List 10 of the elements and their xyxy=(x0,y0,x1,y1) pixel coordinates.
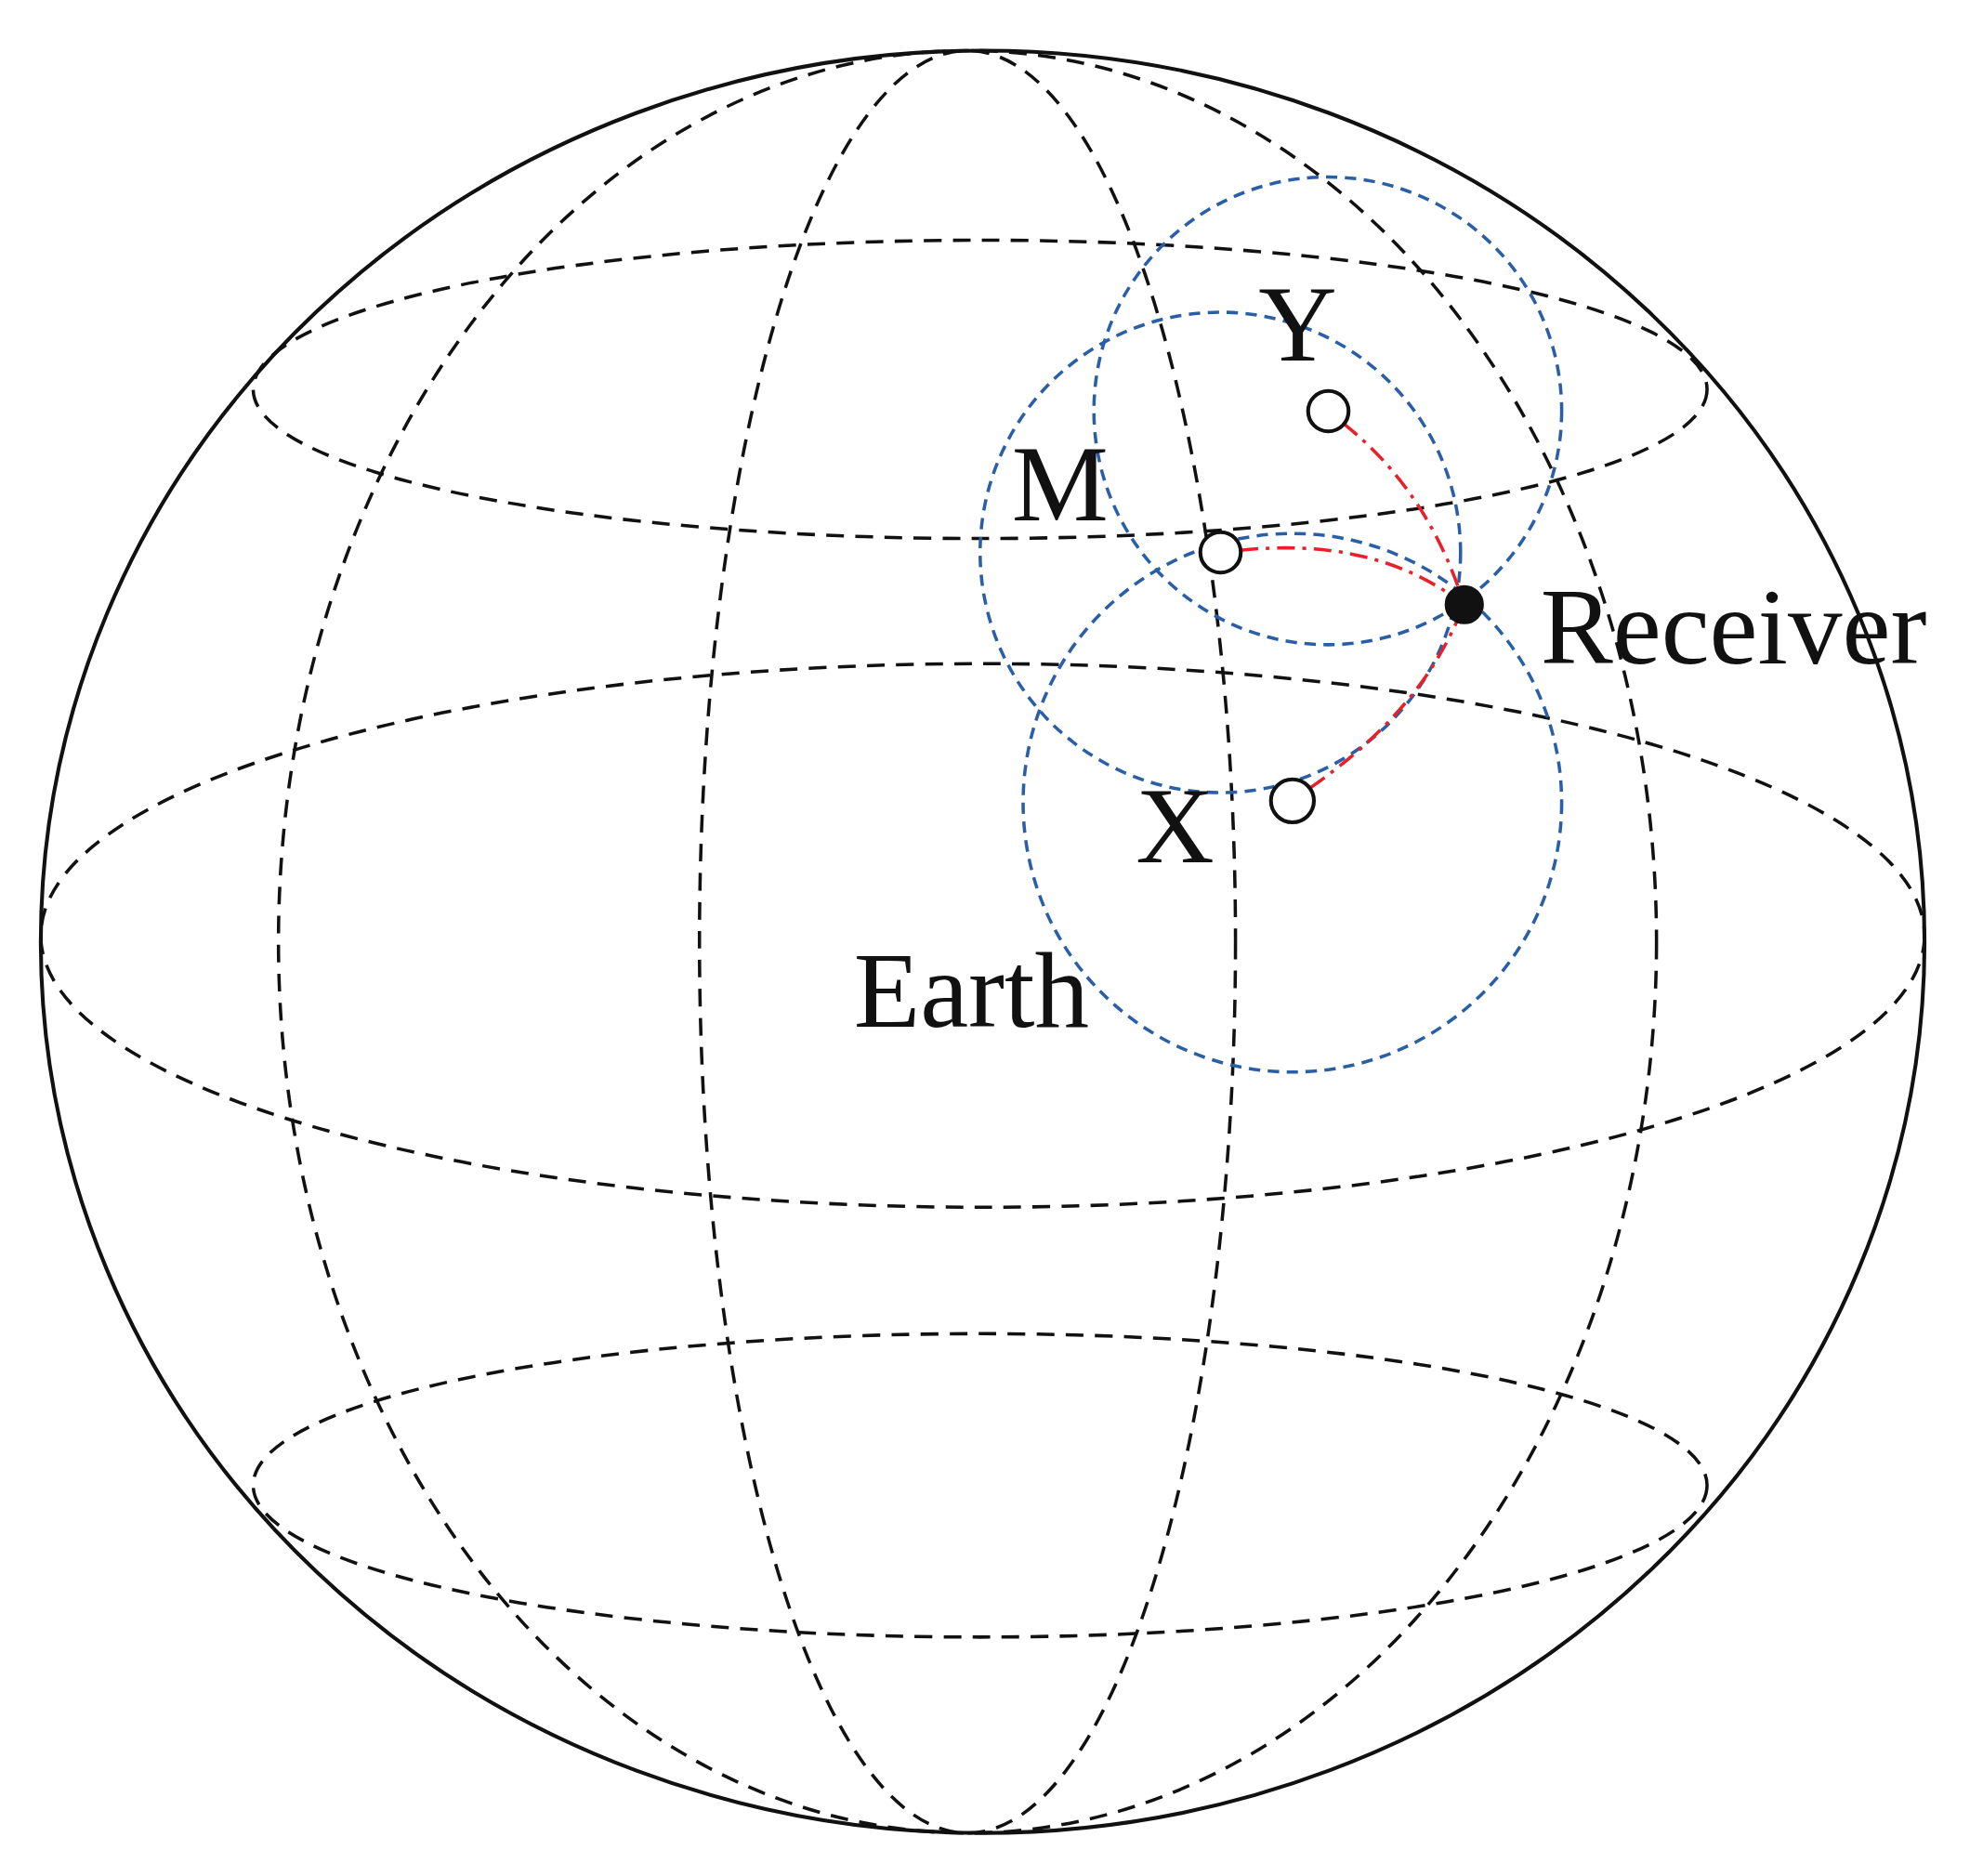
connector-line xyxy=(1308,620,1459,790)
receiver-dot xyxy=(1444,584,1485,625)
map-label: Earth xyxy=(853,935,1090,1044)
point-label: M xyxy=(1011,429,1109,539)
point-marker xyxy=(1197,530,1243,576)
point-label: Y xyxy=(1258,269,1337,378)
point-marker xyxy=(1268,776,1317,825)
connector-line xyxy=(1342,422,1461,588)
point-label: X xyxy=(1136,770,1215,880)
point-marker xyxy=(1305,387,1351,434)
